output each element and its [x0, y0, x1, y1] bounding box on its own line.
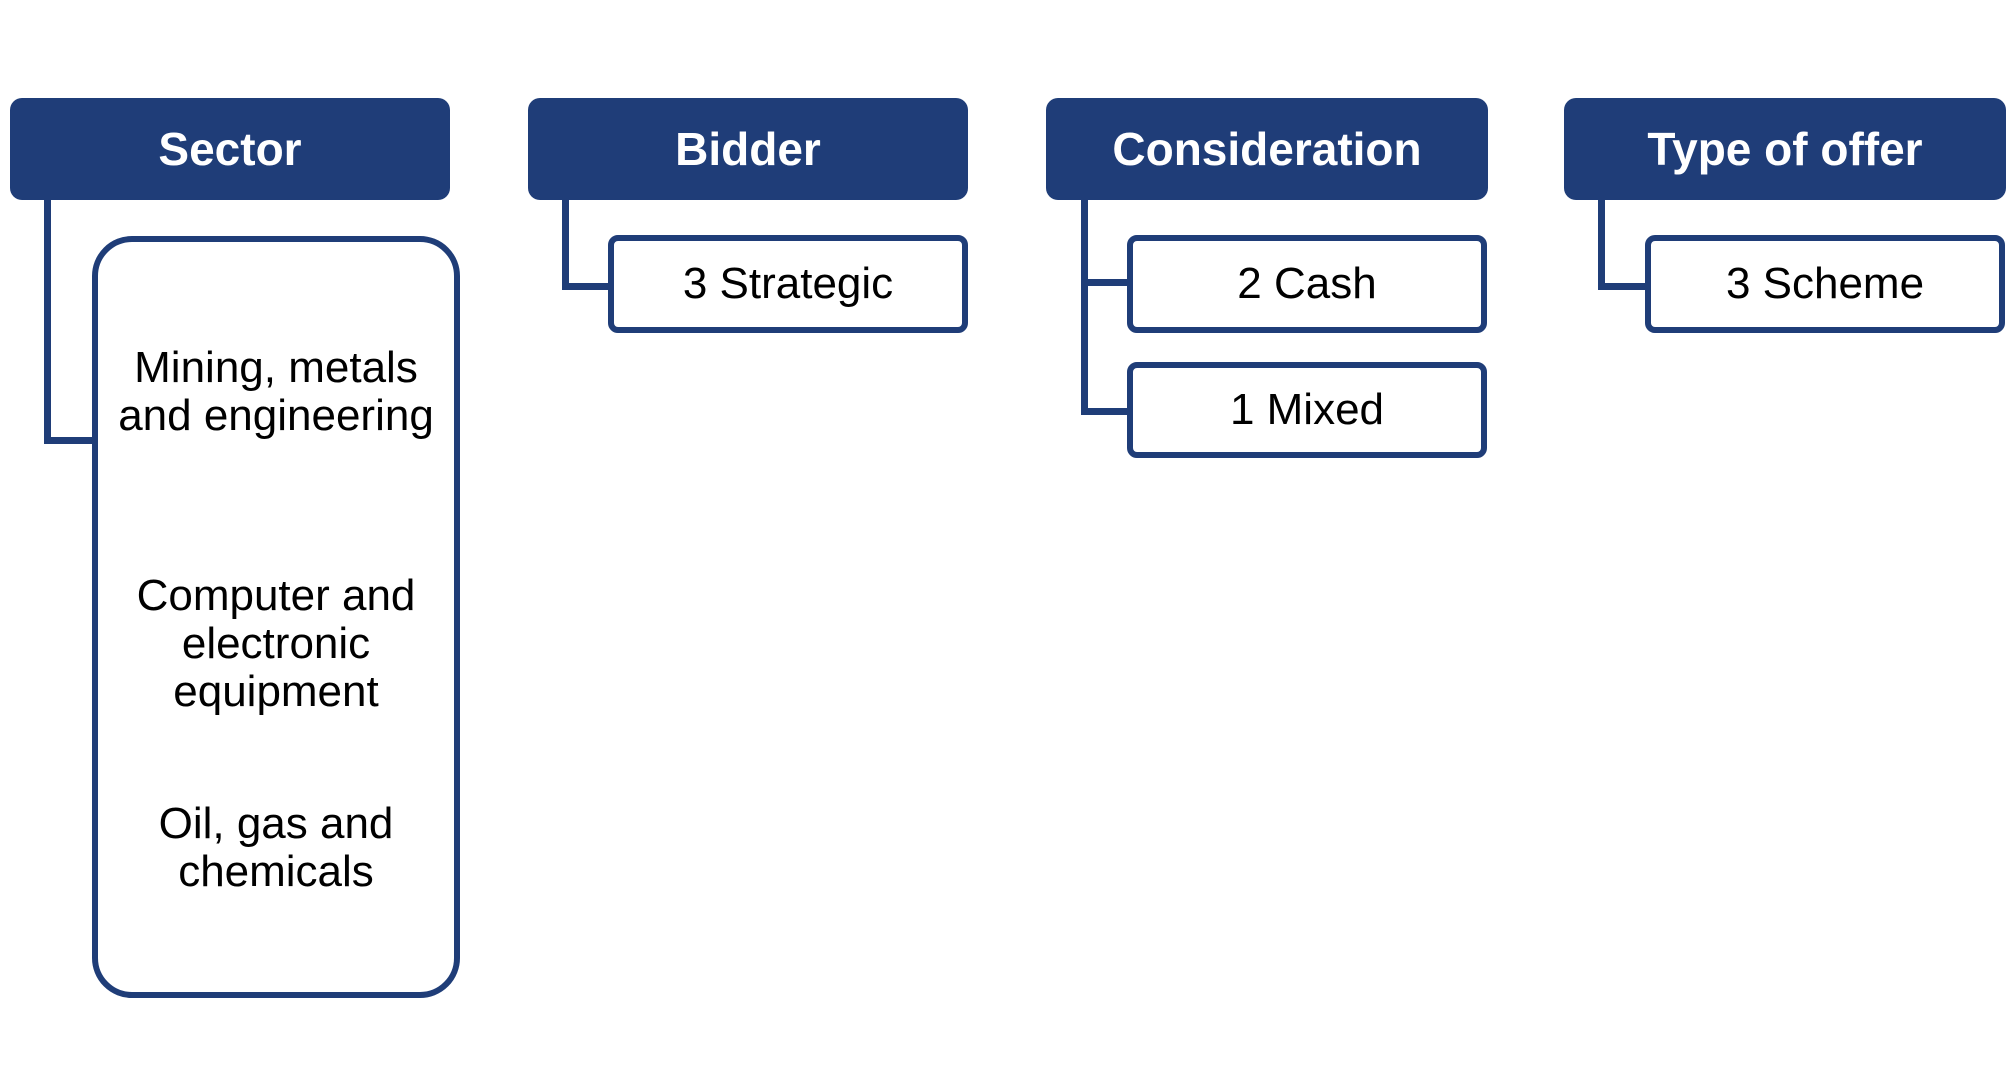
sector-item-computer: Computer and electronic equipment: [136, 571, 416, 716]
sector-item-oil-gas: Oil, gas and chemicals: [158, 799, 394, 896]
bidder-item-strategic: 3 Strategic: [608, 235, 968, 333]
bidder-header: Bidder: [528, 98, 968, 200]
consideration-connector-mixed: [1081, 408, 1131, 415]
consideration-connector-cash: [1081, 279, 1131, 286]
consideration-item-cash: 2 Cash: [1127, 235, 1487, 333]
sector-list-box: Mining, metals and engineering Computer …: [92, 236, 460, 998]
sector-connector: [44, 200, 96, 444]
offer-type-connector: [1598, 200, 1650, 290]
bidder-connector: [562, 200, 614, 290]
offer-type-header: Type of offer: [1564, 98, 2006, 200]
consideration-header: Consideration: [1046, 98, 1488, 200]
offer-type-item-scheme: 3 Scheme: [1645, 235, 2005, 333]
sector-header: Sector: [10, 98, 450, 200]
consideration-connector-vertical: [1081, 200, 1088, 415]
consideration-item-mixed: 1 Mixed: [1127, 362, 1487, 458]
sector-item-mining: Mining, metals and engineering: [118, 343, 434, 440]
